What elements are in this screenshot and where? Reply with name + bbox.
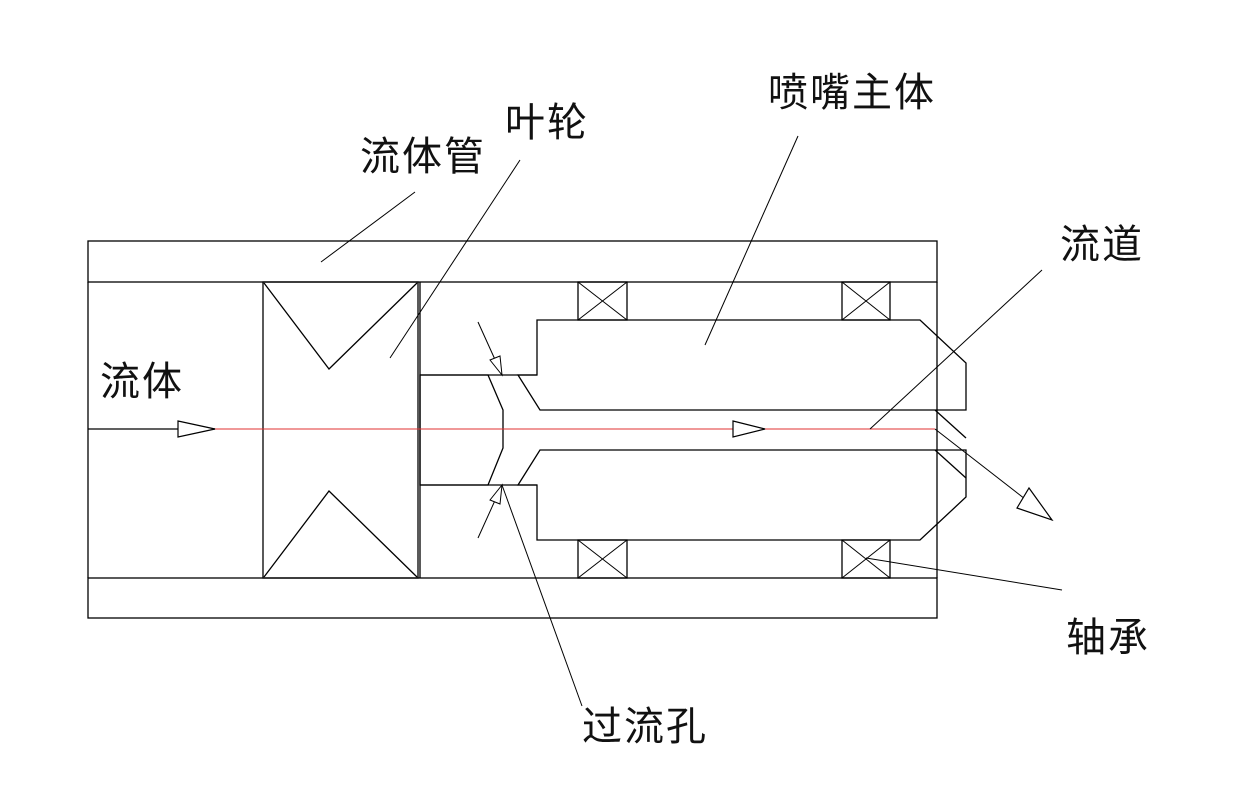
channel-taper-bottom xyxy=(934,449,967,479)
bearing-bottom-right xyxy=(841,539,891,579)
impeller-blade-bottom xyxy=(263,490,418,578)
leader-flow-channel xyxy=(869,269,1043,430)
label-fluid-tube: 流体管 xyxy=(360,134,486,180)
leader-flow-hole xyxy=(501,484,583,707)
label-fluid: 流体 xyxy=(100,359,184,405)
channel-taper-top xyxy=(934,409,967,439)
leader-fluid-tube xyxy=(320,191,416,263)
bearings xyxy=(577,281,891,579)
impeller-blade-top xyxy=(263,282,418,370)
nozzle-upper xyxy=(516,319,967,411)
label-bearing: 轴承 xyxy=(1066,615,1150,661)
leader-lines xyxy=(320,135,1063,707)
bearing-top-right xyxy=(841,281,891,321)
nozzle-hub xyxy=(419,374,504,486)
bearing-bottom-left xyxy=(577,539,628,579)
flow-arrow-inlet xyxy=(177,420,216,438)
tube-bottom-wall xyxy=(87,577,938,619)
nozzle-body xyxy=(419,282,967,578)
leader-impeller xyxy=(389,159,521,359)
flow-hole-arrows xyxy=(477,321,503,539)
flow-centerline xyxy=(88,420,1054,522)
bearing-top-left xyxy=(577,281,628,321)
leader-nozzle-body xyxy=(704,135,799,346)
label-nozzle-body: 喷嘴主体 xyxy=(768,70,936,116)
impeller xyxy=(262,281,419,579)
impeller-box xyxy=(262,281,419,579)
label-impeller: 叶轮 xyxy=(505,100,589,146)
leader-bearing xyxy=(865,557,1063,591)
flow-arrow-channel xyxy=(732,420,766,438)
nozzle-lower xyxy=(516,449,967,541)
flow-arrow-outlet xyxy=(1016,486,1054,522)
tube-top-wall xyxy=(87,240,938,283)
label-flow-channel: 流道 xyxy=(1060,222,1144,268)
label-flow-hole: 过流孔 xyxy=(582,704,708,750)
